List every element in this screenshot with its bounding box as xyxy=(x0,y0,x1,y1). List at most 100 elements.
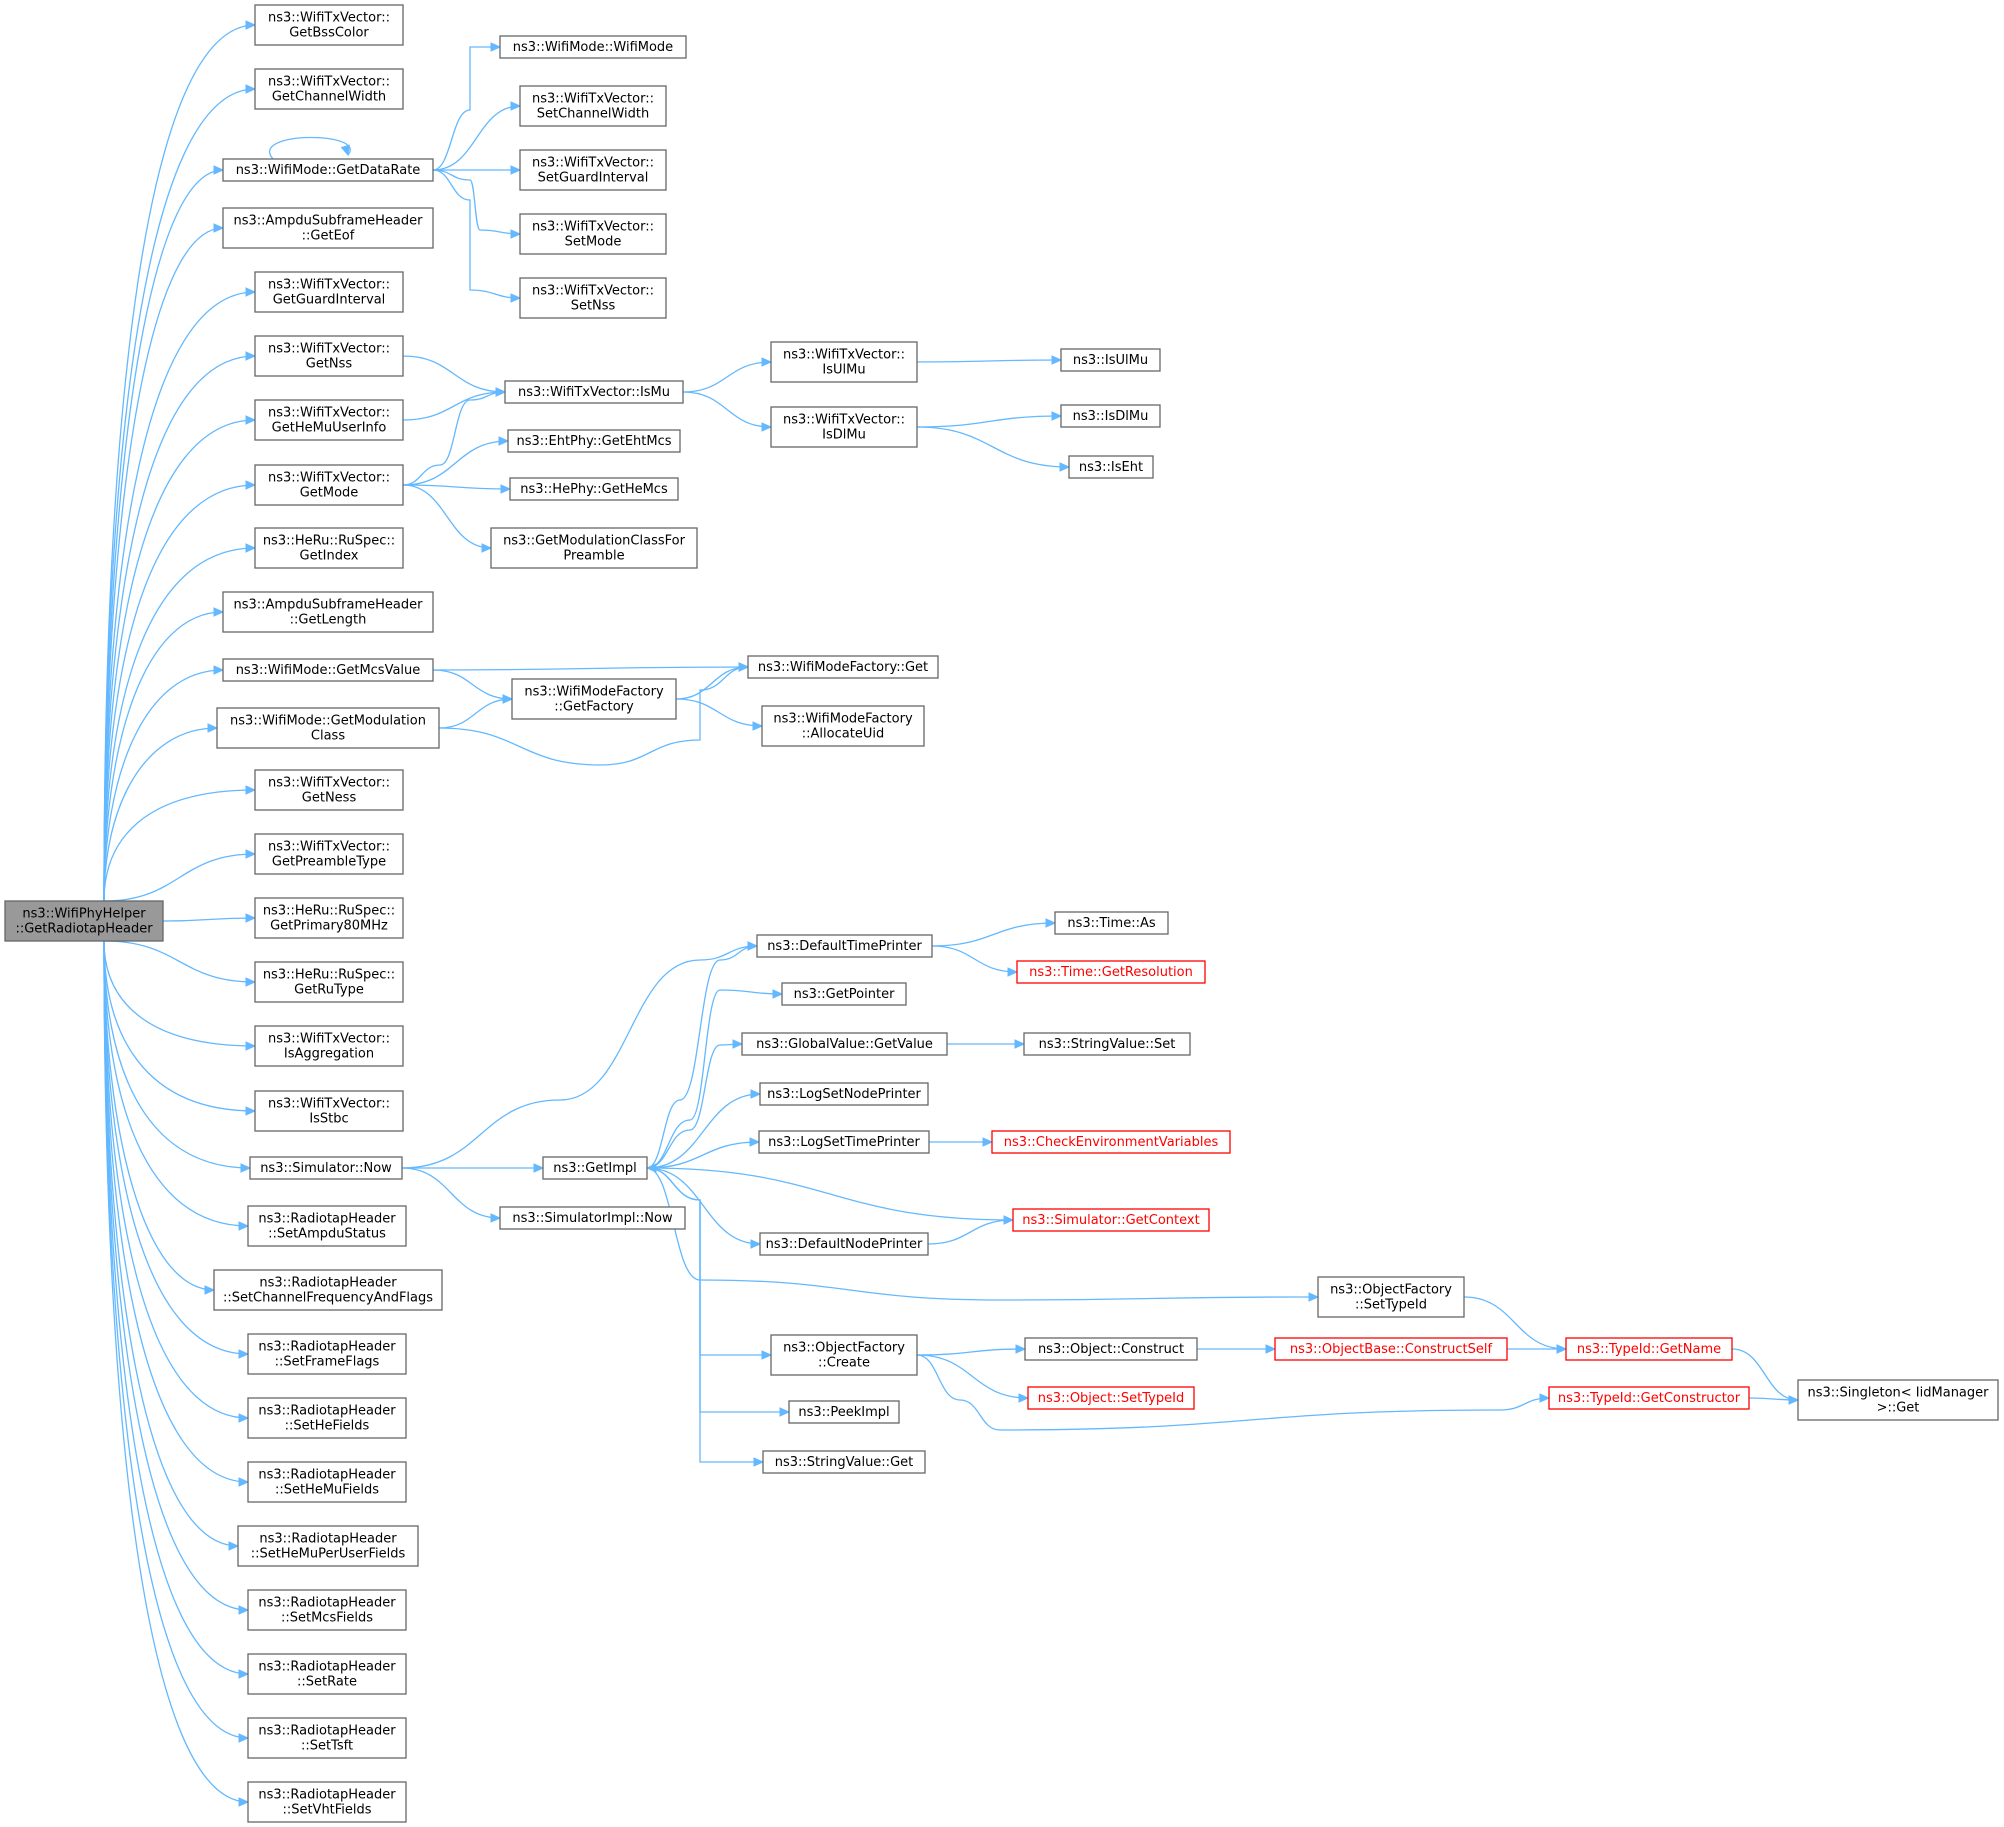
node-simImplNow[interactable]: ns3::SimulatorImpl::Now xyxy=(499,1206,686,1230)
node-svGet[interactable]: ns3::StringValue::Get xyxy=(762,1450,926,1474)
node-getDataRate[interactable]: ns3::WifiMode::GetDataRate xyxy=(222,158,434,182)
node-label: ns3::RadiotapHeader xyxy=(258,1660,396,1675)
node-getMode[interactable]: ns3::WifiTxVector::GetMode xyxy=(254,464,404,506)
node-box xyxy=(770,341,918,383)
node-setGuardInterval[interactable]: ns3::WifiTxVector::SetGuardInterval xyxy=(519,149,667,191)
node-ofCreate[interactable]: ns3::ObjectFactory::Create xyxy=(770,1334,918,1376)
node-label: ::GetEof xyxy=(302,229,355,244)
node-getNess[interactable]: ns3::WifiTxVector::GetNess xyxy=(254,769,404,811)
edge-getImpl-to-logSetTimePrinter xyxy=(646,1137,761,1169)
node-setMode[interactable]: ns3::WifiTxVector::SetMode xyxy=(519,213,667,255)
node-getNss[interactable]: ns3::WifiTxVector::GetNss xyxy=(254,335,404,377)
node-objSetTypeId[interactable]: ns3::Object::SetTypeId xyxy=(1027,1386,1195,1410)
edge-getDataRate-to-setNss xyxy=(432,169,522,303)
node-box xyxy=(249,1156,403,1180)
node-ofSetTypeId[interactable]: ns3::ObjectFactory::SetTypeId xyxy=(1317,1276,1465,1318)
node-defaultNodePrinter[interactable]: ns3::DefaultNodePrinter xyxy=(759,1232,929,1256)
node-box xyxy=(254,769,404,811)
node-setFrameFlags[interactable]: ns3::RadiotapHeader::SetFrameFlags xyxy=(247,1333,407,1375)
node-logSetTimePrinter[interactable]: ns3::LogSetTimePrinter xyxy=(758,1130,930,1154)
node-getEhtMcs[interactable]: ns3::EhtPhy::GetEhtMcs xyxy=(507,429,681,453)
node-simNow[interactable]: ns3::Simulator::Now xyxy=(249,1156,403,1180)
node-wmfGetFactory[interactable]: ns3::WifiModeFactory::GetFactory xyxy=(511,678,677,720)
node-setRate[interactable]: ns3::RadiotapHeader::SetRate xyxy=(247,1653,407,1695)
arrow-head xyxy=(238,1605,250,1615)
node-isEht[interactable]: ns3::IsEht xyxy=(1068,455,1154,479)
node-setHeMuFields[interactable]: ns3::RadiotapHeader::SetHeMuFields xyxy=(247,1461,407,1503)
node-box xyxy=(247,1397,407,1439)
node-setHeFields[interactable]: ns3::RadiotapHeader::SetHeFields xyxy=(247,1397,407,1439)
node-getIndex[interactable]: ns3::HeRu::RuSpec::GetIndex xyxy=(254,527,404,569)
node-isAggregation[interactable]: ns3::WifiTxVector::IsAggregation xyxy=(254,1025,404,1067)
node-getMcsValue[interactable]: ns3::WifiMode::GetMcsValue xyxy=(222,658,434,682)
arrow-head xyxy=(1059,462,1071,472)
edge-root-to-getIndex xyxy=(103,543,257,902)
node-isMu[interactable]: ns3::WifiTxVector::IsMu xyxy=(504,380,684,404)
node-timeGetResolution[interactable]: ns3::Time::GetResolution xyxy=(1016,960,1206,984)
node-label: ns3::Object::Construct xyxy=(1038,1342,1184,1357)
node-getPrimary80[interactable]: ns3::HeRu::RuSpec::GetPrimary80MHz xyxy=(254,897,404,939)
node-setChannelWidth[interactable]: ns3::WifiTxVector::SetChannelWidth xyxy=(519,85,667,127)
node-isUlMu[interactable]: ns3::IsUlMu xyxy=(1060,348,1161,372)
arrow-head xyxy=(747,941,759,951)
node-getHeMcs[interactable]: ns3::HePhy::GetHeMcs xyxy=(509,477,679,501)
node-getEof[interactable]: ns3::AmpduSubframeHeader::GetEof xyxy=(222,207,434,249)
node-wmfAllocateUid[interactable]: ns3::WifiModeFactory::AllocateUid xyxy=(761,705,925,747)
node-label: ns3::WifiTxVector:: xyxy=(268,342,390,357)
node-getModulationClass[interactable]: ns3::WifiMode::GetModulationClass xyxy=(216,707,440,749)
node-wmfGet[interactable]: ns3::WifiModeFactory::Get xyxy=(747,655,939,679)
node-setHeMuPerUser[interactable]: ns3::RadiotapHeader::SetHeMuPerUserField… xyxy=(237,1525,419,1567)
node-wifiModeCtor[interactable]: ns3::WifiMode::WifiMode xyxy=(499,35,687,59)
node-typeIdGetName[interactable]: ns3::TypeId::GetName xyxy=(1565,1337,1733,1361)
node-box xyxy=(247,1717,407,1759)
node-logSetNodePrinter[interactable]: ns3::LogSetNodePrinter xyxy=(759,1082,929,1106)
node-isDlMu[interactable]: ns3::IsDlMu xyxy=(1060,404,1161,428)
node-setMcsFields[interactable]: ns3::RadiotapHeader::SetMcsFields xyxy=(247,1589,407,1631)
node-isStbc[interactable]: ns3::WifiTxVector::IsStbc xyxy=(254,1090,404,1132)
node-simGetContext[interactable]: ns3::Simulator::GetContext xyxy=(1012,1208,1210,1232)
node-getImpl[interactable]: ns3::GetImpl xyxy=(542,1156,648,1180)
node-obConstructSelf[interactable]: ns3::ObjectBase::ConstructSelf xyxy=(1274,1337,1508,1361)
arrow-head xyxy=(245,543,257,553)
node-checkEnv[interactable]: ns3::CheckEnvironmentVariables xyxy=(991,1130,1231,1154)
node-setTsft[interactable]: ns3::RadiotapHeader::SetTsft xyxy=(247,1717,407,1759)
node-gvGetValue[interactable]: ns3::GlobalValue::GetValue xyxy=(741,1032,948,1056)
node-getBssColor[interactable]: ns3::WifiTxVector::GetBssColor xyxy=(254,4,404,46)
node-label: ::SetVhtFields xyxy=(282,1803,371,1818)
node-isDlMuVec[interactable]: ns3::WifiTxVector::IsDlMu xyxy=(770,406,918,448)
node-objConstruct[interactable]: ns3::Object::Construct xyxy=(1024,1337,1198,1361)
node-label: ::AllocateUid xyxy=(802,727,884,742)
node-getGuardInterval[interactable]: ns3::WifiTxVector::GetGuardInterval xyxy=(254,271,404,313)
node-label: GetGuardInterval xyxy=(273,293,386,308)
node-getPreambleType[interactable]: ns3::WifiTxVector::GetPreambleType xyxy=(254,833,404,875)
arrow-head xyxy=(645,1163,657,1173)
node-peekImpl[interactable]: ns3::PeekImpl xyxy=(788,1400,900,1424)
node-label: ns3::WifiTxVector:: xyxy=(268,75,390,90)
node-getChannelWidth[interactable]: ns3::WifiTxVector::GetChannelWidth xyxy=(254,68,404,110)
node-getRuType[interactable]: ns3::HeRu::RuSpec::GetRuType xyxy=(254,961,404,1003)
node-setVhtFields[interactable]: ns3::RadiotapHeader::SetVhtFields xyxy=(247,1781,407,1823)
node-isUlMuVec[interactable]: ns3::WifiTxVector::IsUlMu xyxy=(770,341,918,383)
edge-getDataRate-to-setMode xyxy=(432,169,522,239)
arrow-head xyxy=(1788,1395,1800,1405)
node-svSet[interactable]: ns3::StringValue::Set xyxy=(1023,1032,1191,1056)
node-label: GetNss xyxy=(306,357,353,372)
node-timeAs[interactable]: ns3::Time::As xyxy=(1054,911,1169,935)
node-label: ns3::TypeId::GetName xyxy=(1577,1342,1721,1357)
node-box xyxy=(499,35,687,59)
node-setAmpduStatus[interactable]: ns3::RadiotapHeader::SetAmpduStatus xyxy=(247,1205,407,1247)
node-typeIdGetConstructor[interactable]: ns3::TypeId::GetConstructor xyxy=(1548,1386,1750,1410)
node-singletonGet[interactable]: ns3::Singleton< IidManager>::Get xyxy=(1797,1379,1999,1421)
node-getPointer[interactable]: ns3::GetPointer xyxy=(781,982,907,1006)
node-defaultTimePrinter[interactable]: ns3::DefaultTimePrinter xyxy=(756,934,933,958)
node-box xyxy=(770,406,918,448)
node-getLength[interactable]: ns3::AmpduSubframeHeader::GetLength xyxy=(222,591,434,633)
node-root[interactable]: ns3::WifiPhyHelper::GetRadiotapHeader xyxy=(4,900,164,942)
node-box xyxy=(519,149,667,191)
node-label: GetBssColor xyxy=(289,26,369,41)
node-setChanFreq[interactable]: ns3::RadiotapHeader::SetChannelFrequency… xyxy=(213,1269,443,1311)
arrow-head xyxy=(245,785,257,795)
node-getHeMuUserInfo[interactable]: ns3::WifiTxVector::GetHeMuUserInfo xyxy=(254,399,404,441)
node-setNss[interactable]: ns3::WifiTxVector::SetNss xyxy=(519,277,667,319)
